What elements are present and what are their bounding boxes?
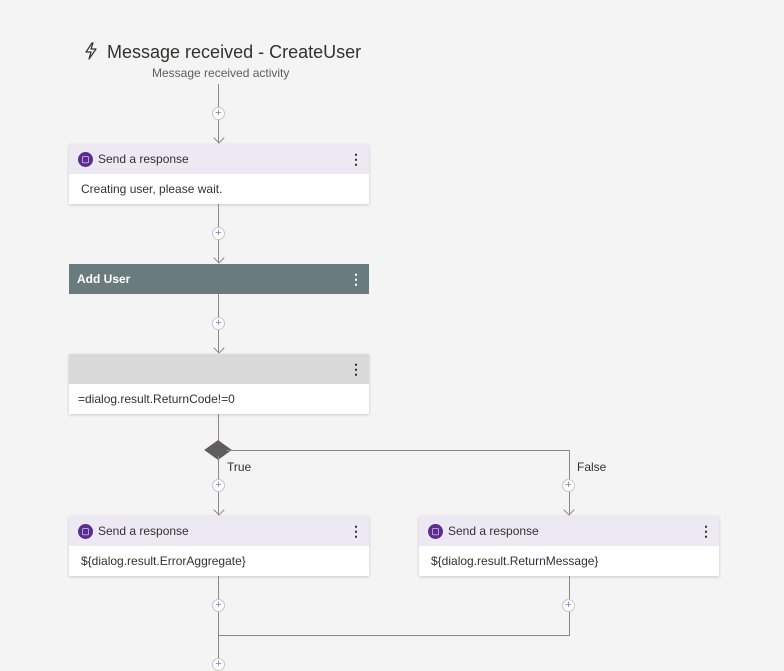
more-options-button[interactable]: ⋮ <box>349 151 363 167</box>
connector-line <box>226 450 569 451</box>
lightning-icon <box>84 42 107 62</box>
condition-expression: =dialog.result.ReturnCode!=0 <box>78 392 235 406</box>
false-branch-label: False <box>577 460 607 474</box>
add-step-button[interactable]: + <box>212 227 225 240</box>
condition-header: ⋮ <box>69 354 369 384</box>
trigger-title: Message received - CreateUser <box>84 42 361 63</box>
connector-arrow <box>213 132 225 144</box>
trigger-subtitle: Message received activity <box>152 66 290 80</box>
card-title: Send a response <box>98 524 189 538</box>
connector-arrow <box>213 252 225 264</box>
card-title: Send a response <box>448 524 539 538</box>
add-step-button[interactable]: + <box>562 479 575 492</box>
connector-arrow <box>213 504 225 516</box>
card-body: Creating user, please wait. <box>81 182 223 196</box>
condition-card[interactable]: ⋮ =dialog.result.ReturnCode!=0 <box>69 354 369 414</box>
add-step-button[interactable]: + <box>562 599 575 612</box>
card-title: Send a response <box>98 152 189 166</box>
more-options-button[interactable]: ⋮ <box>349 271 363 287</box>
card-body: ${dialog.result.ReturnMessage} <box>431 554 599 568</box>
send-response-card[interactable]: ▢ Send a response ⋮ ${dialog.result.Erro… <box>69 516 369 576</box>
more-options-button[interactable]: ⋮ <box>349 523 363 539</box>
chat-bubble-icon: ▢ <box>428 524 443 539</box>
chat-bubble-icon: ▢ <box>78 524 93 539</box>
card-header: ▢ Send a response ⋮ <box>419 516 719 546</box>
connector-arrow <box>213 342 225 354</box>
more-options-button[interactable]: ⋮ <box>349 361 363 377</box>
connector-line <box>218 635 570 636</box>
card-header: ▢ Send a response ⋮ <box>69 144 369 174</box>
card-header: ▢ Send a response ⋮ <box>69 516 369 546</box>
card-body: ${dialog.result.ErrorAggregate} <box>81 554 246 568</box>
more-options-button[interactable]: ⋮ <box>699 523 713 539</box>
chat-bubble-icon: ▢ <box>78 152 93 167</box>
true-branch-label: True <box>227 460 252 474</box>
connector-line <box>218 414 219 444</box>
add-user-action[interactable]: Add User ⋮ <box>69 264 369 294</box>
action-label: Add User <box>77 272 131 286</box>
add-step-button[interactable]: + <box>212 107 225 120</box>
add-step-button[interactable]: + <box>212 599 225 612</box>
trigger-title-text: Message received - CreateUser <box>107 42 362 62</box>
connector-arrow <box>563 504 575 516</box>
connector-line <box>218 576 219 671</box>
add-step-button[interactable]: + <box>212 658 225 671</box>
add-step-button[interactable]: + <box>212 479 225 492</box>
send-response-card[interactable]: ▢ Send a response ⋮ ${dialog.result.Retu… <box>419 516 719 576</box>
add-step-button[interactable]: + <box>212 317 225 330</box>
send-response-card[interactable]: ▢ Send a response ⋮ Creating user, pleas… <box>69 144 369 204</box>
